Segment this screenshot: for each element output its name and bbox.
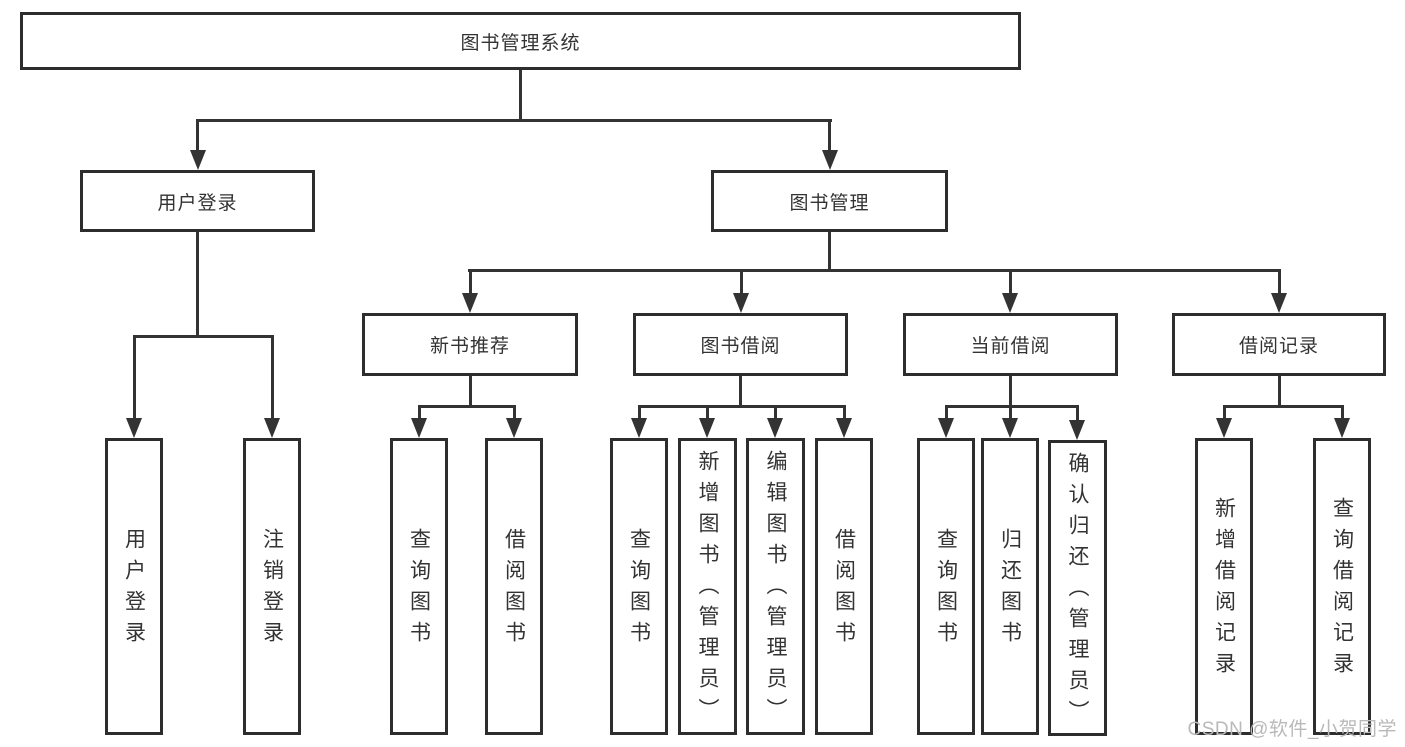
arrow-down-icon	[1069, 420, 1085, 440]
arrow-down-icon	[1271, 293, 1287, 313]
arrow-down-icon	[462, 293, 478, 313]
node-new-book-recommend: 新书推荐	[362, 313, 578, 376]
arrow-down-icon	[506, 418, 522, 438]
arrow-down-icon	[190, 150, 206, 170]
connector-line	[418, 405, 421, 420]
node-book-management: 图书管理	[711, 170, 948, 232]
arrow-down-icon	[1334, 418, 1350, 438]
connector-line	[706, 405, 709, 420]
connector-line	[1278, 269, 1281, 295]
connector-line	[945, 405, 948, 420]
node-book-borrow: 图书借阅	[633, 313, 848, 376]
connector-line	[1223, 405, 1343, 408]
leaf-logout: 注销登录	[243, 438, 301, 735]
connector-line	[1341, 405, 1344, 420]
leaf-query-borrow-record: 查询借阅记录	[1313, 438, 1371, 735]
leaf-edit-book-admin: 编辑图书（管理员）	[746, 438, 805, 735]
leaf-return-books: 归还图书	[981, 438, 1039, 735]
connector-line	[739, 376, 742, 407]
connector-line	[843, 405, 846, 420]
connector-line	[638, 405, 844, 408]
leaf-add-book-admin: 新增图书（管理员）	[678, 438, 737, 735]
connector-line	[196, 232, 199, 336]
connector-line	[1009, 269, 1012, 295]
watermark: CSDN @软件_小贺同学	[1187, 719, 1397, 740]
connector-line	[133, 335, 136, 420]
leaf-query-books-current: 查询图书	[917, 438, 975, 735]
arrow-down-icon	[1002, 418, 1018, 438]
connector-line	[133, 335, 274, 338]
arrow-down-icon	[938, 418, 954, 438]
node-borrow-records: 借阅记录	[1172, 313, 1386, 376]
connector-line	[196, 119, 832, 122]
node-current-borrow: 当前借阅	[903, 313, 1118, 376]
arrow-down-icon	[836, 418, 852, 438]
connector-line	[740, 269, 743, 295]
connector-line	[1223, 405, 1226, 420]
arrow-down-icon	[126, 418, 142, 438]
arrow-down-icon	[822, 150, 838, 170]
leaf-query-books-recommend: 查询图书	[390, 438, 448, 735]
connector-line	[519, 69, 522, 119]
leaf-add-borrow-record: 新增借阅记录	[1195, 438, 1253, 735]
arrow-down-icon	[631, 418, 647, 438]
arrow-down-icon	[411, 418, 427, 438]
arrow-down-icon	[1002, 293, 1018, 313]
connector-line	[468, 269, 1281, 272]
connector-line	[271, 335, 274, 420]
leaf-borrow-books-2: 借阅图书	[815, 438, 873, 735]
connector-line	[638, 405, 641, 420]
leaf-user-login: 用户登录	[105, 438, 163, 735]
leaf-borrow-books-recommend: 借阅图书	[485, 438, 543, 735]
connector-line	[828, 119, 831, 152]
arrow-down-icon	[1216, 418, 1232, 438]
arrow-down-icon	[264, 418, 280, 438]
connector-line	[1076, 405, 1079, 420]
leaf-confirm-return-admin: 确认归还（管理员）	[1048, 440, 1107, 736]
connector-line	[1009, 376, 1012, 407]
connector-line	[196, 119, 199, 152]
connector-line	[469, 376, 472, 407]
connector-line	[1009, 405, 1012, 420]
leaf-query-books-borrow: 查询图书	[610, 438, 668, 735]
arrow-down-icon	[733, 293, 749, 313]
node-library-management-system: 图书管理系统	[20, 12, 1021, 70]
connector-line	[828, 232, 831, 270]
connector-line	[513, 405, 516, 420]
connector-line	[469, 269, 472, 295]
connector-line	[418, 405, 516, 408]
arrow-down-icon	[767, 418, 783, 438]
connector-line	[774, 405, 777, 420]
arrow-down-icon	[699, 418, 715, 438]
node-user-login: 用户登录	[80, 170, 315, 232]
connector-line	[1278, 376, 1281, 407]
